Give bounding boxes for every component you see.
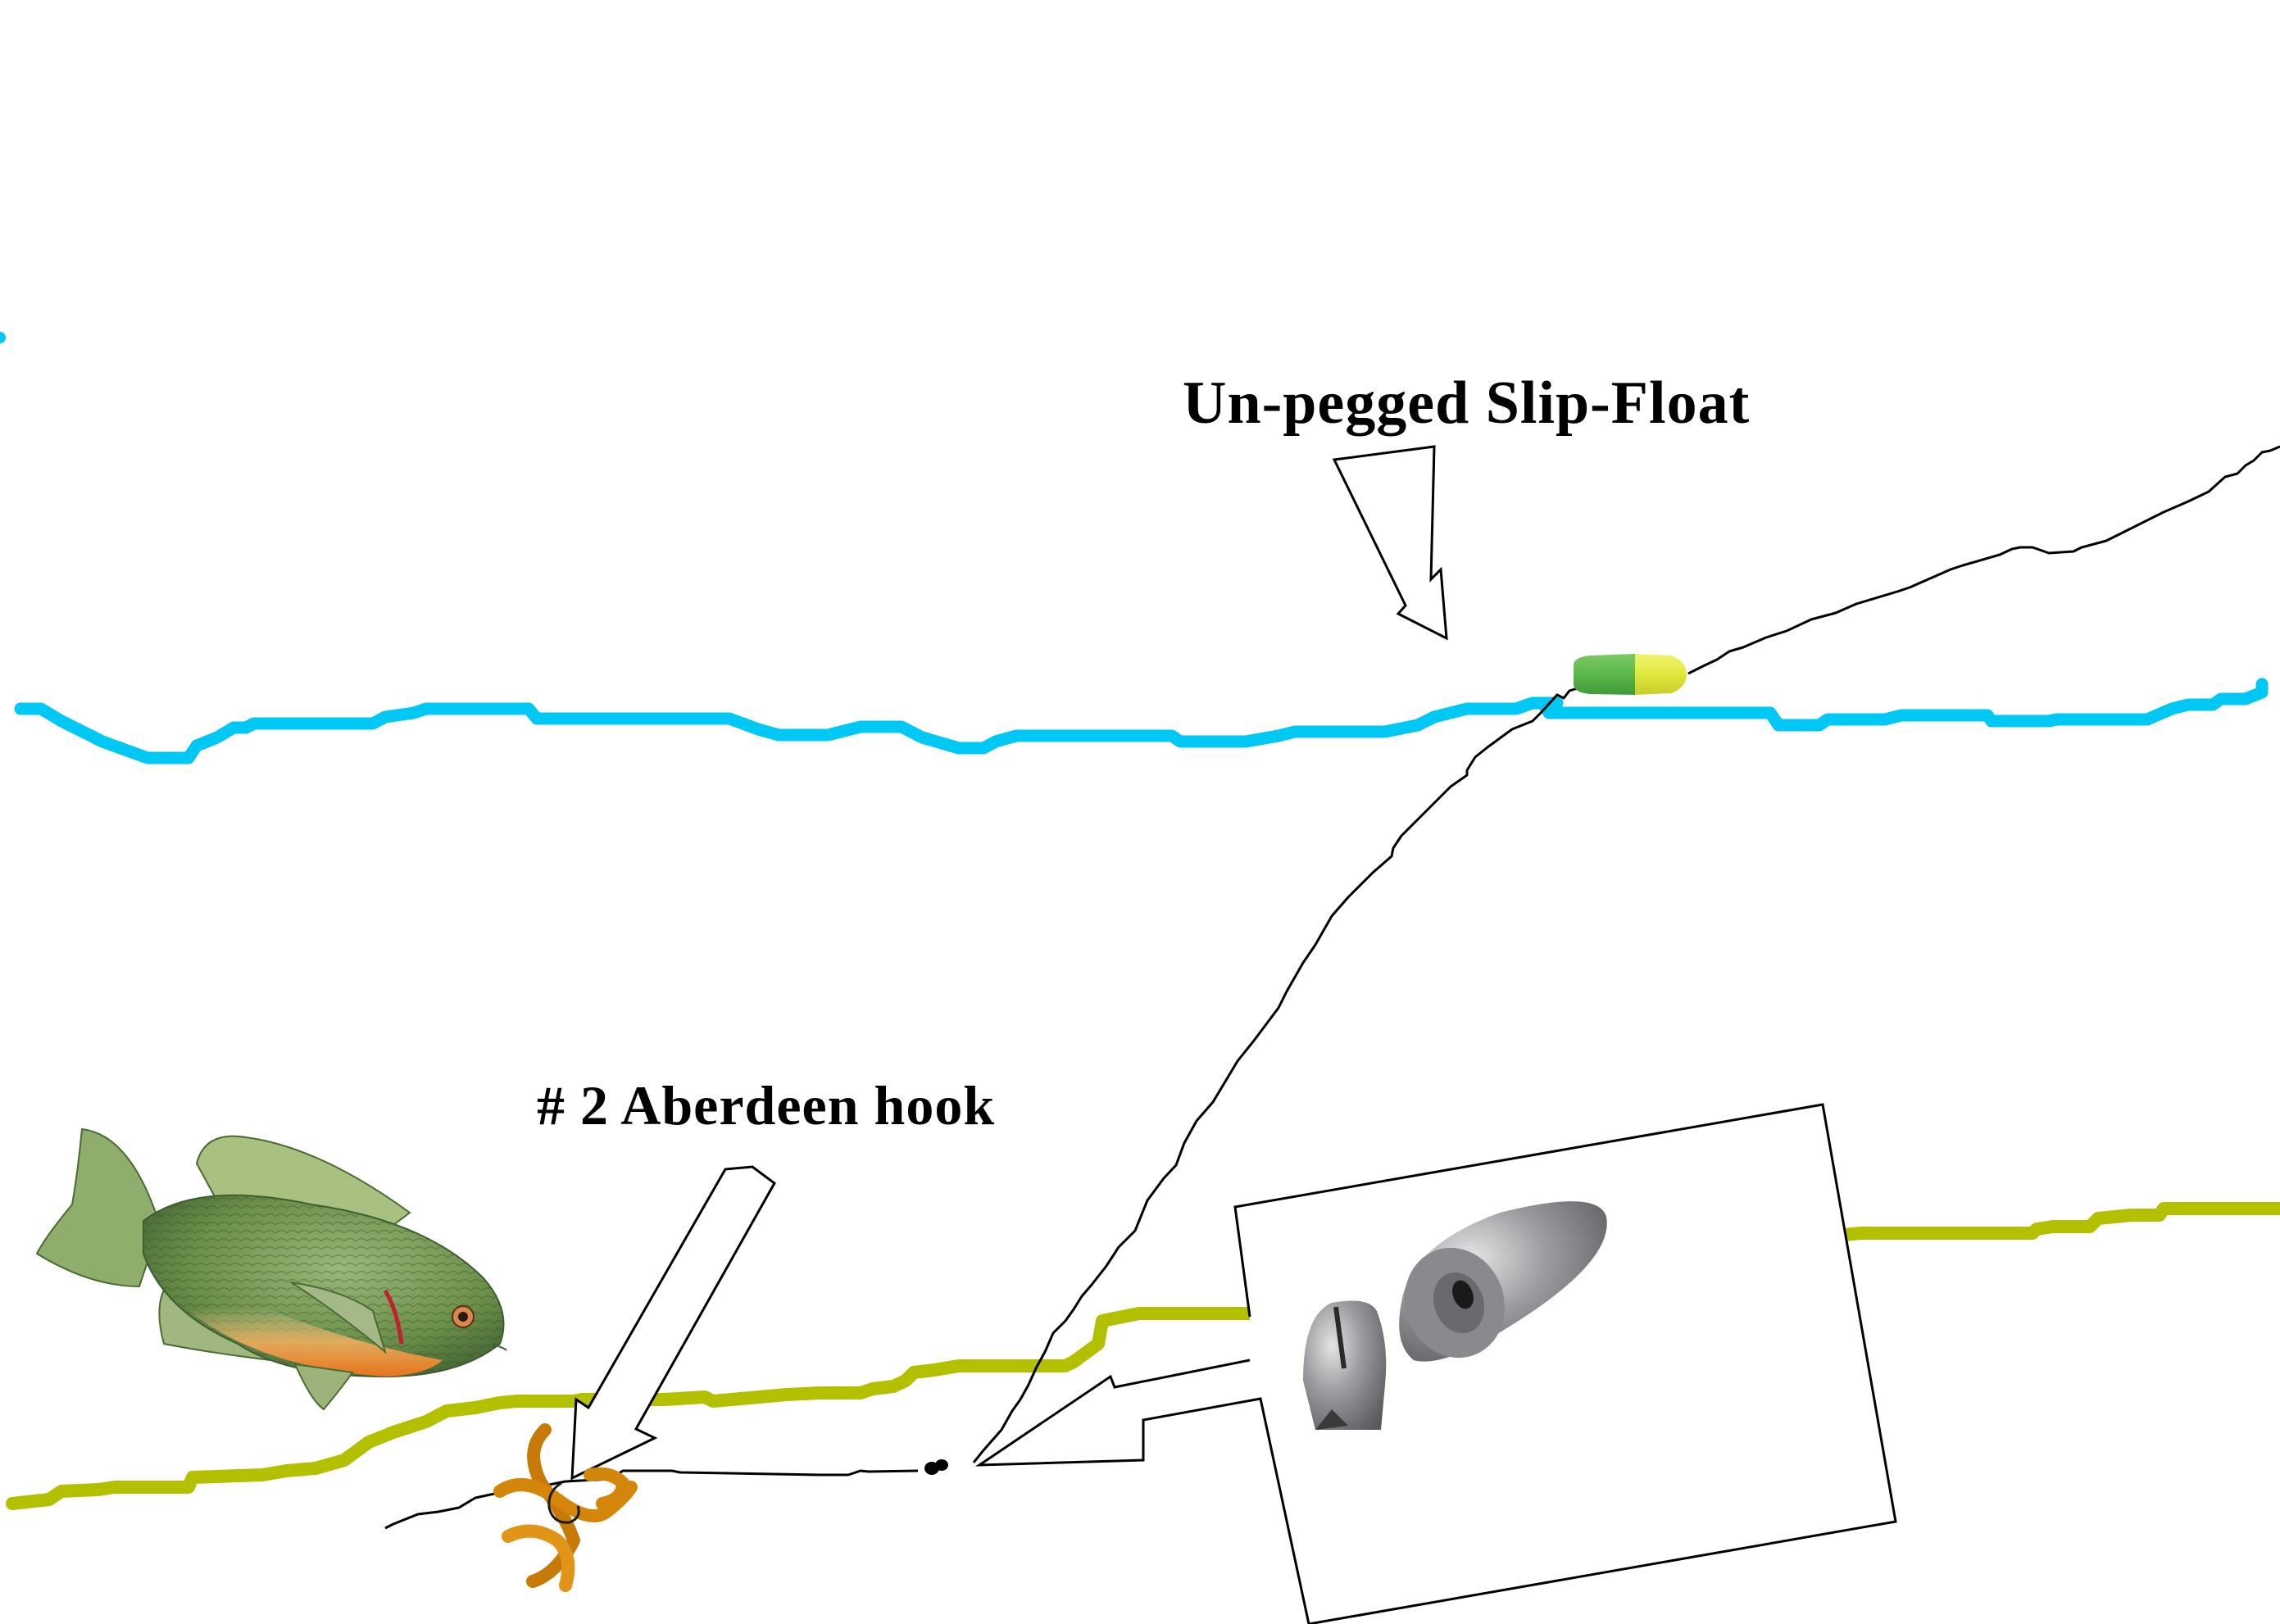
float-label: Un-pegged Slip-Float: [1183, 370, 1751, 437]
split-shot: [924, 1459, 948, 1475]
lake-bottom-line: [6, 1202, 2280, 1510]
bullet-sinker: [1399, 1201, 1607, 1362]
worm-bait: [493, 1423, 638, 1592]
water-dot: [0, 332, 6, 343]
water-surface-line: [14, 678, 2269, 764]
fishing-line-lower: [972, 672, 1607, 1463]
split-shot-sinker: [1303, 1300, 1387, 1430]
callout-frame: [974, 1103, 1897, 1624]
fishing-line: [1687, 445, 2280, 675]
leader-line: [384, 1469, 919, 1530]
hook-label: # 2 Aberdeen hook: [537, 1074, 996, 1136]
slip-float: [1574, 654, 1687, 695]
hook-icon: [547, 1481, 580, 1524]
float-arrow: [1332, 445, 1448, 641]
hook-arrow: [570, 1165, 776, 1481]
bluegill-fish: [35, 1127, 507, 1411]
